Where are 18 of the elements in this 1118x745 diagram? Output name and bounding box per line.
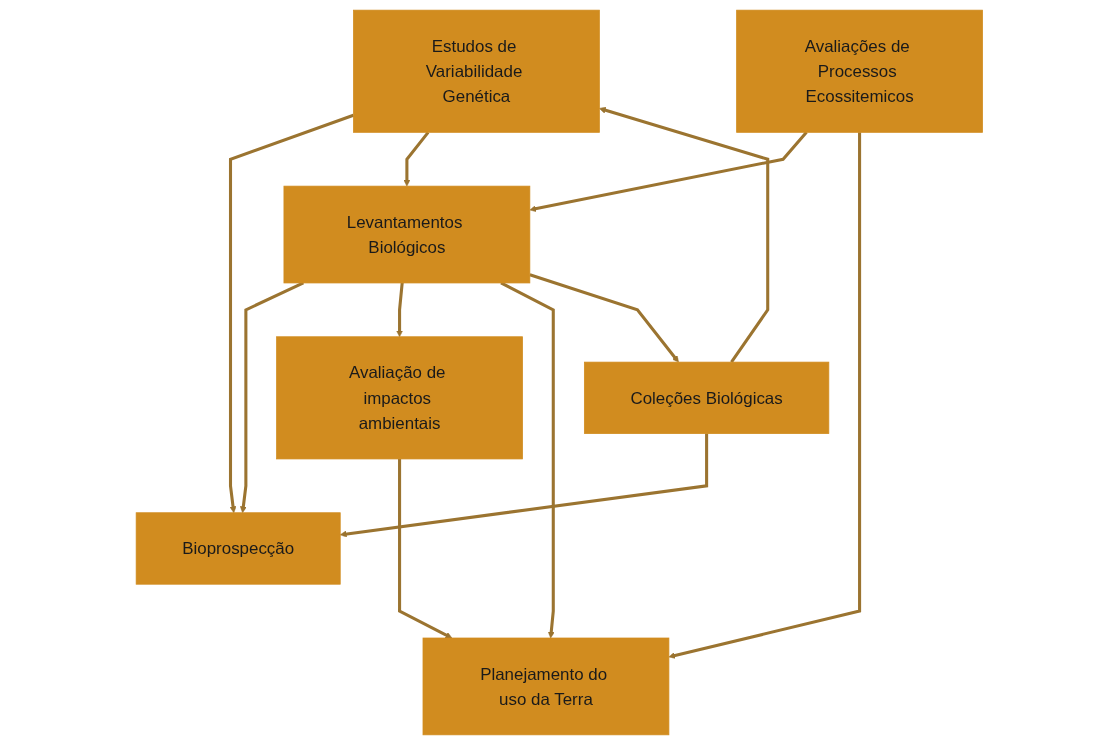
arrow [529, 273, 679, 363]
node-box: Planejamento do uso da Terra [422, 637, 669, 736]
arrow [228, 113, 354, 514]
arrow [397, 458, 452, 639]
node-box: Levantamentos Biológicos [283, 185, 530, 284]
node-box: Avaliações de Processos Ecossitemicos [735, 9, 983, 133]
arrow [339, 433, 708, 538]
node-box: Estudos de Variabilidade Genética [352, 9, 600, 133]
arrow [395, 282, 404, 338]
arrow [499, 281, 555, 639]
arrow [598, 106, 769, 363]
arrow [239, 281, 304, 514]
arrow [529, 131, 808, 213]
arrow [403, 131, 429, 187]
node-box: Coleções Biológicas [583, 361, 829, 434]
node-box: Bioprospecção [135, 512, 341, 585]
arrow [668, 132, 861, 659]
node-box: Avaliação de impactos ambientais [275, 336, 523, 460]
